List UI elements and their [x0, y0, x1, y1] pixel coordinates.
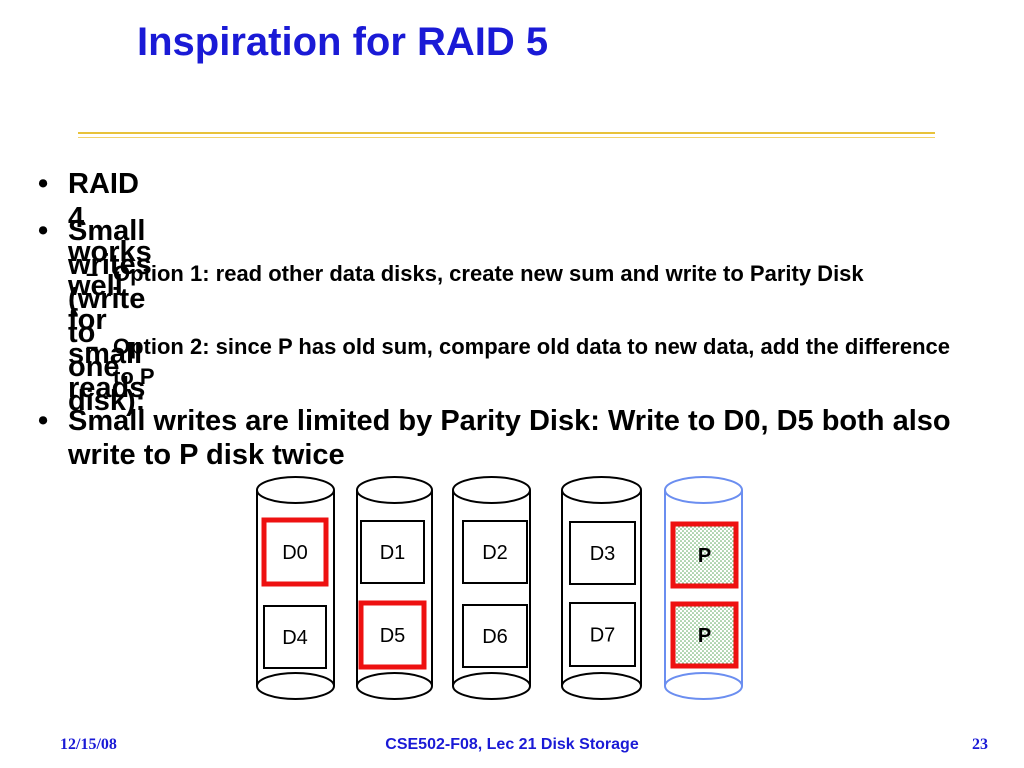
title-divider — [78, 132, 935, 138]
data-block — [263, 605, 327, 669]
disk-cylinder-top — [356, 476, 433, 504]
bullet-text: RAID 4 works well for small reads — [68, 168, 152, 404]
bullet-text: Small writes (write to one disk): — [68, 215, 152, 417]
disk-cylinder-top — [561, 476, 642, 504]
footer-page-number: 23 — [972, 736, 988, 753]
slide-title: Inspiration for RAID 5 — [137, 20, 549, 64]
parity-block — [670, 521, 739, 589]
disk-cylinder-bottom-rim — [452, 672, 531, 687]
disk-cylinder-top — [452, 476, 531, 504]
data-block — [462, 520, 528, 584]
disk-cylinder-top — [664, 476, 743, 504]
bullet-item: • Small writes are limited by Parity Dis… — [38, 404, 958, 472]
bullet-item: • Small writes (write to one disk): — [38, 214, 152, 418]
disk-cylinder-bottom-rim — [561, 672, 642, 687]
disk-cylinder-bottom-rim — [256, 672, 335, 687]
parity-block-label: P — [698, 625, 711, 647]
data-block-label: D4 — [282, 627, 308, 649]
sub-bullet-marker: – — [86, 334, 99, 359]
bullet-marker: • — [38, 168, 49, 200]
data-block — [569, 602, 636, 667]
disk-cylinder-bottom-rim — [356, 672, 433, 687]
sub-bullet-marker: – — [86, 261, 99, 286]
parity-block-label: P — [698, 545, 711, 567]
data-block-label: D2 — [482, 542, 508, 564]
sub-bullet-text: Option 2: since P has old sum, compare o… — [113, 334, 950, 389]
data-block-label: D5 — [380, 625, 406, 647]
sub-bullet-text: Option 1: read other data disks, create … — [113, 261, 864, 286]
disk-cylinder-top — [256, 476, 335, 504]
data-block-label: D6 — [482, 626, 508, 648]
disk-cylinder-bottom-rim — [664, 672, 743, 687]
footer-course: CSE502-F08, Lec 21 Disk Storage — [385, 736, 639, 753]
data-block-label: D0 — [282, 542, 308, 564]
bullet-text: Small writes are limited by Parity Disk:… — [68, 405, 951, 471]
footer-date: 12/15/08 — [60, 736, 117, 753]
data-block — [261, 517, 329, 587]
data-block-label: D7 — [590, 625, 616, 647]
sub-bullet-item: – Option 2: since P has old sum, compare… — [86, 332, 953, 392]
data-block-label: D3 — [590, 543, 616, 565]
data-block — [462, 604, 528, 668]
data-block — [360, 520, 425, 584]
bullet-item: • RAID 4 works well for small reads — [38, 167, 152, 405]
sub-bullet-item: – Option 1: read other data disks, creat… — [86, 259, 943, 289]
bullet-marker: • — [38, 405, 49, 437]
data-block — [569, 521, 636, 585]
data-block-label: D1 — [380, 542, 406, 564]
bullet-marker: • — [38, 215, 49, 247]
parity-block — [670, 601, 739, 669]
data-block — [358, 600, 427, 670]
